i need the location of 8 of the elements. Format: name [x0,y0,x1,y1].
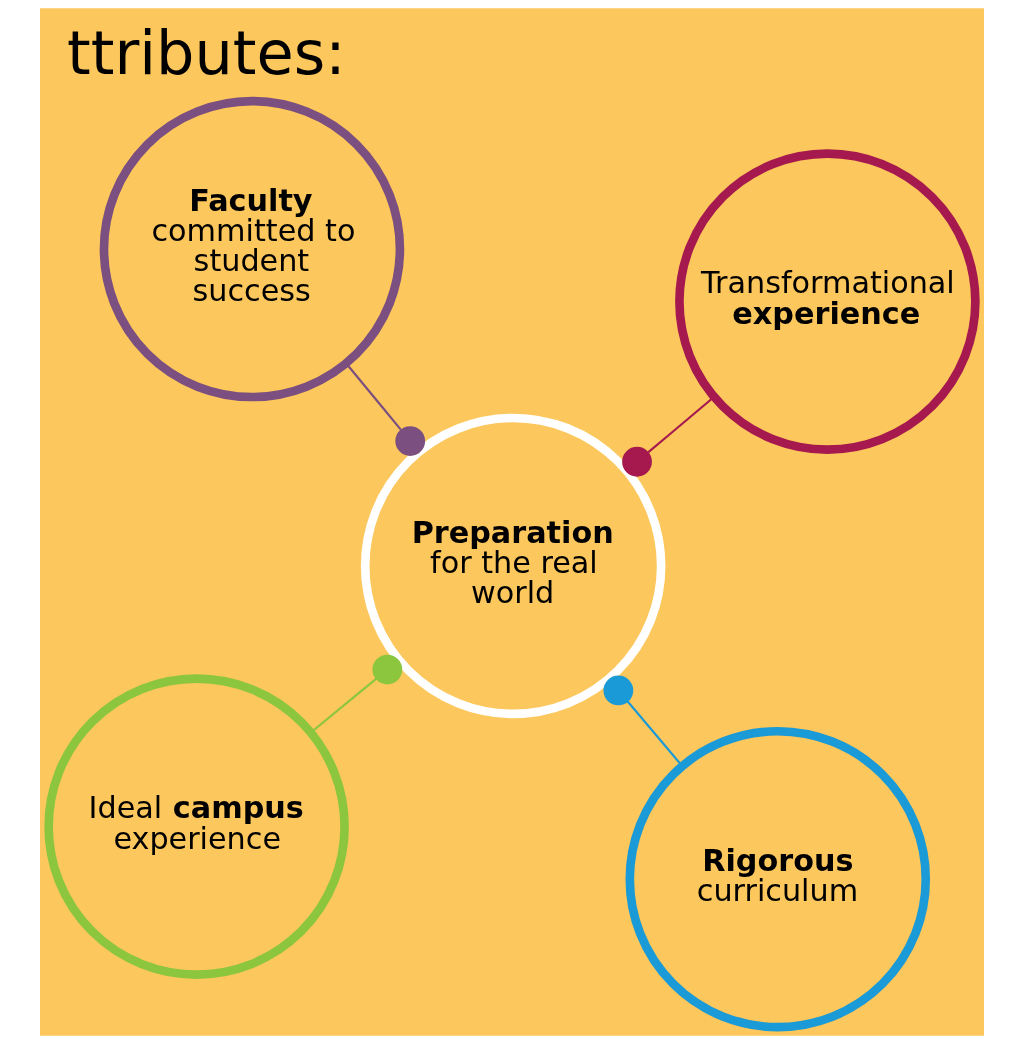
connector [602,675,683,767]
node-circle: Ideal campus experience [43,674,349,979]
node-circle: Transformational experience [674,149,980,454]
node-circle: Faculty committed to student success [99,96,404,402]
node-circle: Preparation for the real world [360,413,665,719]
connector [621,396,715,477]
node-circle: Rigorous curriculum [625,726,930,1032]
diagram-title: ttributes: [66,17,346,88]
